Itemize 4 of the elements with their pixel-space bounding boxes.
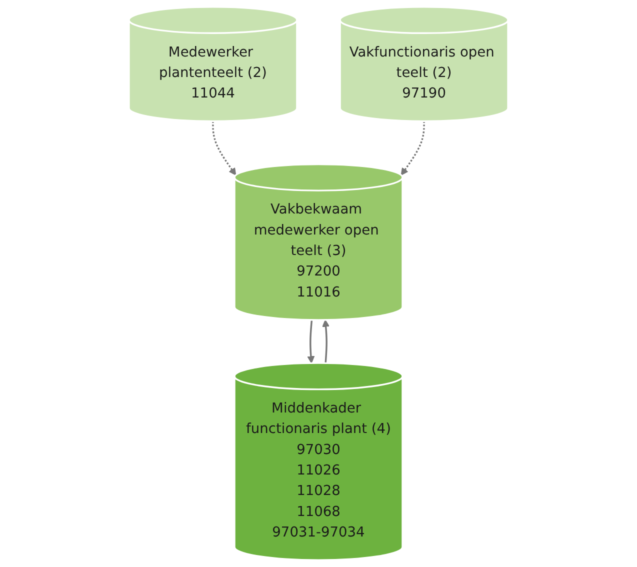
arrow (322, 320, 330, 364)
arrow (307, 320, 315, 364)
arrow (212, 121, 236, 176)
arrow (400, 121, 425, 176)
